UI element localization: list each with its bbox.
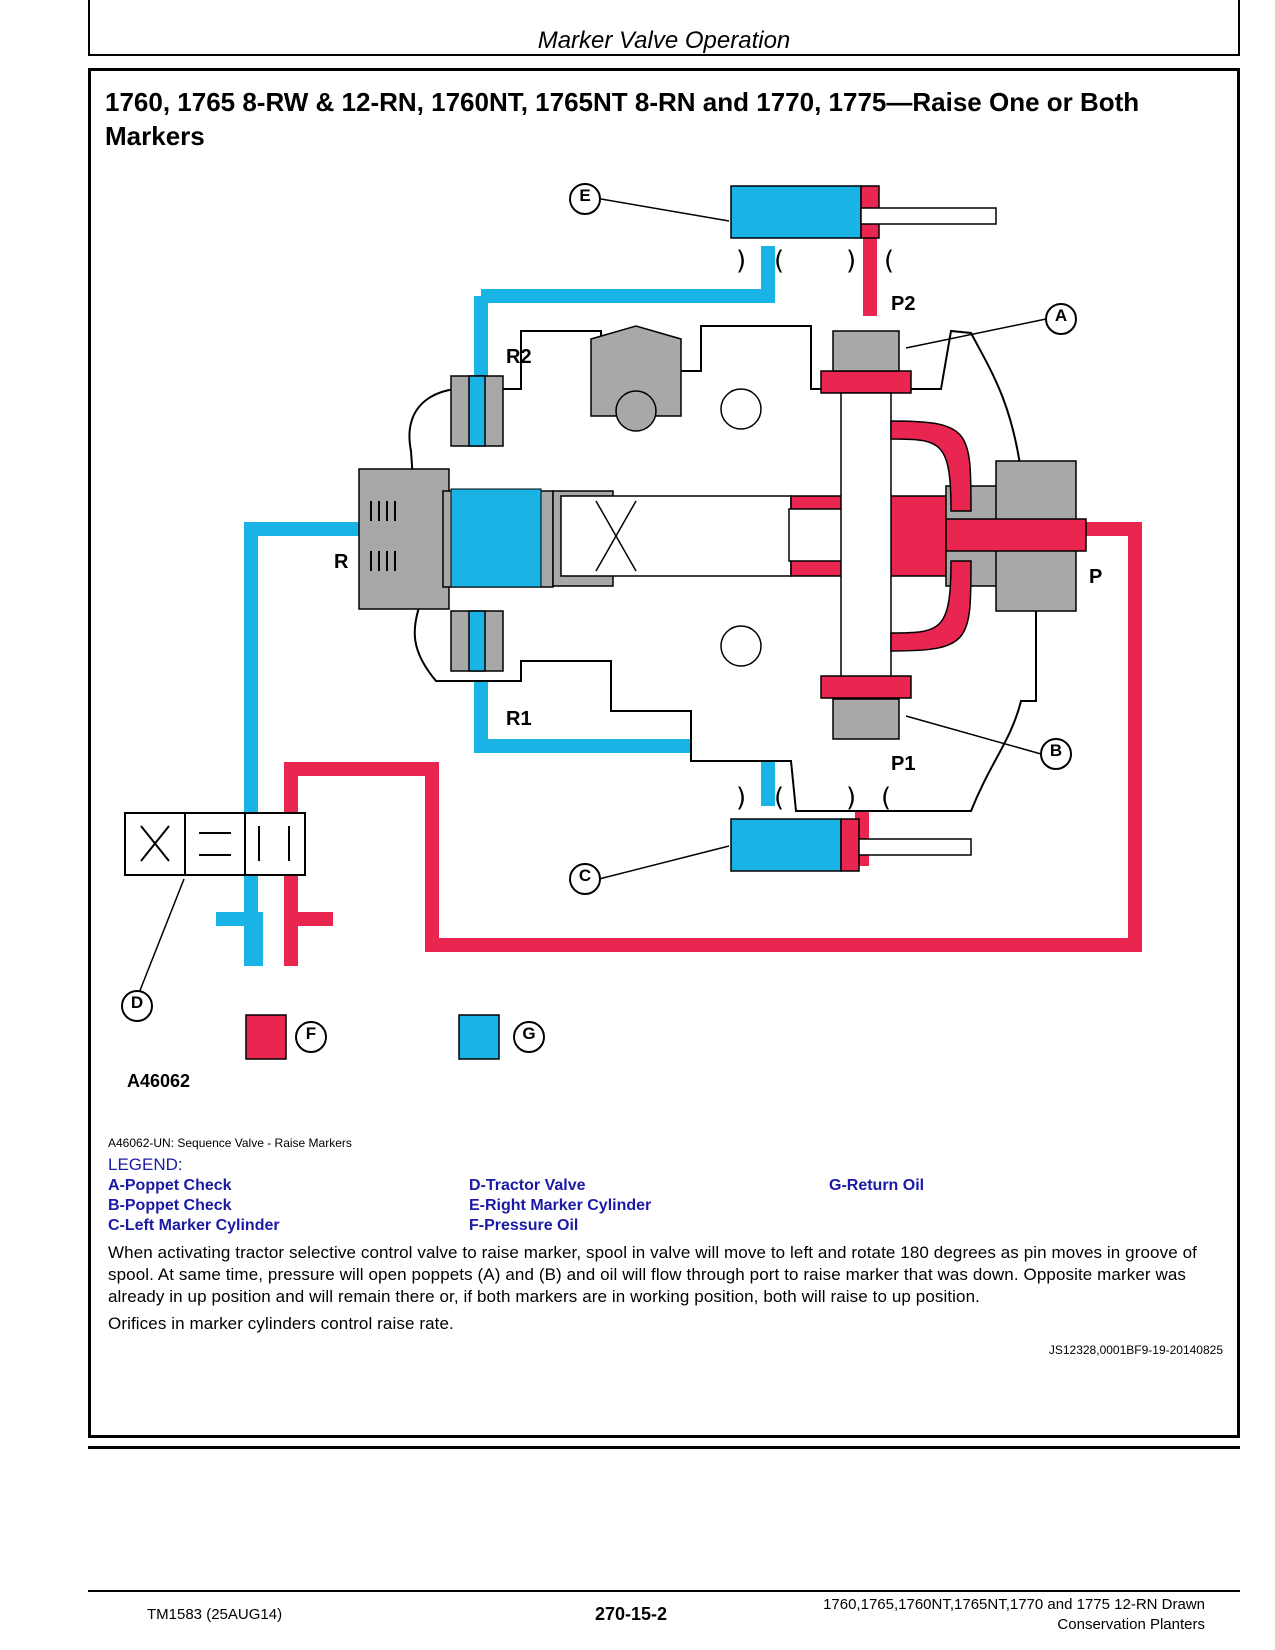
svg-text:): ) — [846, 246, 856, 276]
callout-a: A — [1054, 306, 1068, 325]
callout-f: F — [305, 1024, 317, 1043]
legend-title: LEGEND: — [108, 1155, 183, 1174]
sequence-valve-diagram: ) ( ) ( ) ( ) ( — [121, 183, 1142, 1060]
port-label-p1: P1 — [891, 753, 916, 775]
callout-circles — [121, 183, 1077, 1053]
legend-item: B-Poppet Check — [108, 1197, 232, 1214]
r1-spring — [450, 610, 504, 672]
svg-text:(: ( — [881, 783, 891, 813]
poppet-column — [820, 330, 972, 740]
footer-manual-id: TM1583 (25AUG14) — [147, 1606, 283, 1623]
section-title: 1760, 1765 8-RW & 12-RN, 1760NT, 1765NT … — [105, 87, 1140, 151]
legend-column-1: A-Poppet Check B-Poppet Check C-Left Mar… — [108, 1176, 280, 1236]
legend-column-3: G-Return Oil — [829, 1176, 924, 1196]
svg-text:): ) — [846, 783, 856, 813]
orifice-marks: ) ( ) ( ) ( ) ( — [736, 246, 894, 813]
legend-item: D-Tractor Valve — [469, 1177, 586, 1194]
footer-models-line-1: 1760,1765,1760NT,1765NT,1770 and 1775 12… — [823, 1596, 1205, 1613]
footer-models: 1760,1765,1760NT,1765NT,1770 and 1775 12… — [823, 1595, 1205, 1635]
footer-models-line-2: Conservation Planters — [1057, 1616, 1205, 1633]
pressure-oil-swatch — [245, 1014, 287, 1060]
right-marker-cylinder — [730, 185, 997, 239]
svg-text:(: ( — [774, 783, 784, 813]
document-reference: JS12328,0001BF9-19-20140825 — [1048, 1343, 1223, 1357]
callout-c: C — [578, 866, 592, 885]
legend-item: G-Return Oil — [829, 1177, 925, 1194]
svg-text:(: ( — [774, 246, 784, 276]
figure-caption: A46062-UN: Sequence Valve - Raise Marker… — [108, 1136, 352, 1150]
legend-item: F-Pressure Oil — [469, 1217, 579, 1234]
r2-spring — [450, 375, 504, 447]
port-label-p: P — [1089, 566, 1103, 588]
port-label-r2: R2 — [506, 346, 532, 368]
content-panel: 1760, 1765 8-RW & 12-RN, 1760NT, 1765NT … — [88, 68, 1240, 1438]
legend-column-2: D-Tractor Valve E-Right Marker Cylinder … — [469, 1176, 651, 1236]
figure-id: A46062 — [127, 1071, 191, 1091]
running-title: Marker Valve Operation — [537, 27, 791, 54]
callout-d: D — [130, 993, 144, 1012]
tractor-valve — [124, 812, 306, 876]
port-label-r1: R1 — [506, 708, 532, 730]
section-rule — [88, 1446, 1240, 1449]
svg-text:): ) — [736, 246, 746, 276]
callout-leaders — [138, 198, 1047, 994]
footer-page-number: 270-15-2 — [595, 1604, 668, 1624]
legend-item: E-Right Marker Cylinder — [469, 1197, 652, 1214]
port-label-p2: P2 — [891, 293, 916, 315]
footer-rule — [88, 1590, 1240, 1592]
check-ball-housing — [590, 325, 762, 667]
svg-text:): ) — [736, 783, 746, 813]
callout-e: E — [579, 186, 591, 205]
return-oil-swatch — [458, 1014, 500, 1060]
legend-item: C-Left Marker Cylinder — [108, 1217, 280, 1234]
left-marker-cylinder — [730, 818, 972, 872]
running-header: Marker Valve Operation — [88, 0, 1240, 56]
legend-item: A-Poppet Check — [108, 1177, 232, 1194]
body-paragraph-2: Orifices in marker cylinders control rai… — [108, 1314, 454, 1333]
svg-text:(: ( — [884, 246, 894, 276]
port-label-r: R — [334, 551, 349, 573]
body-paragraph-1: When activating tractor selective contro… — [108, 1243, 1197, 1306]
callout-g: G — [522, 1024, 536, 1043]
callout-b: B — [1049, 741, 1063, 760]
p-port-fitting — [945, 460, 1087, 612]
